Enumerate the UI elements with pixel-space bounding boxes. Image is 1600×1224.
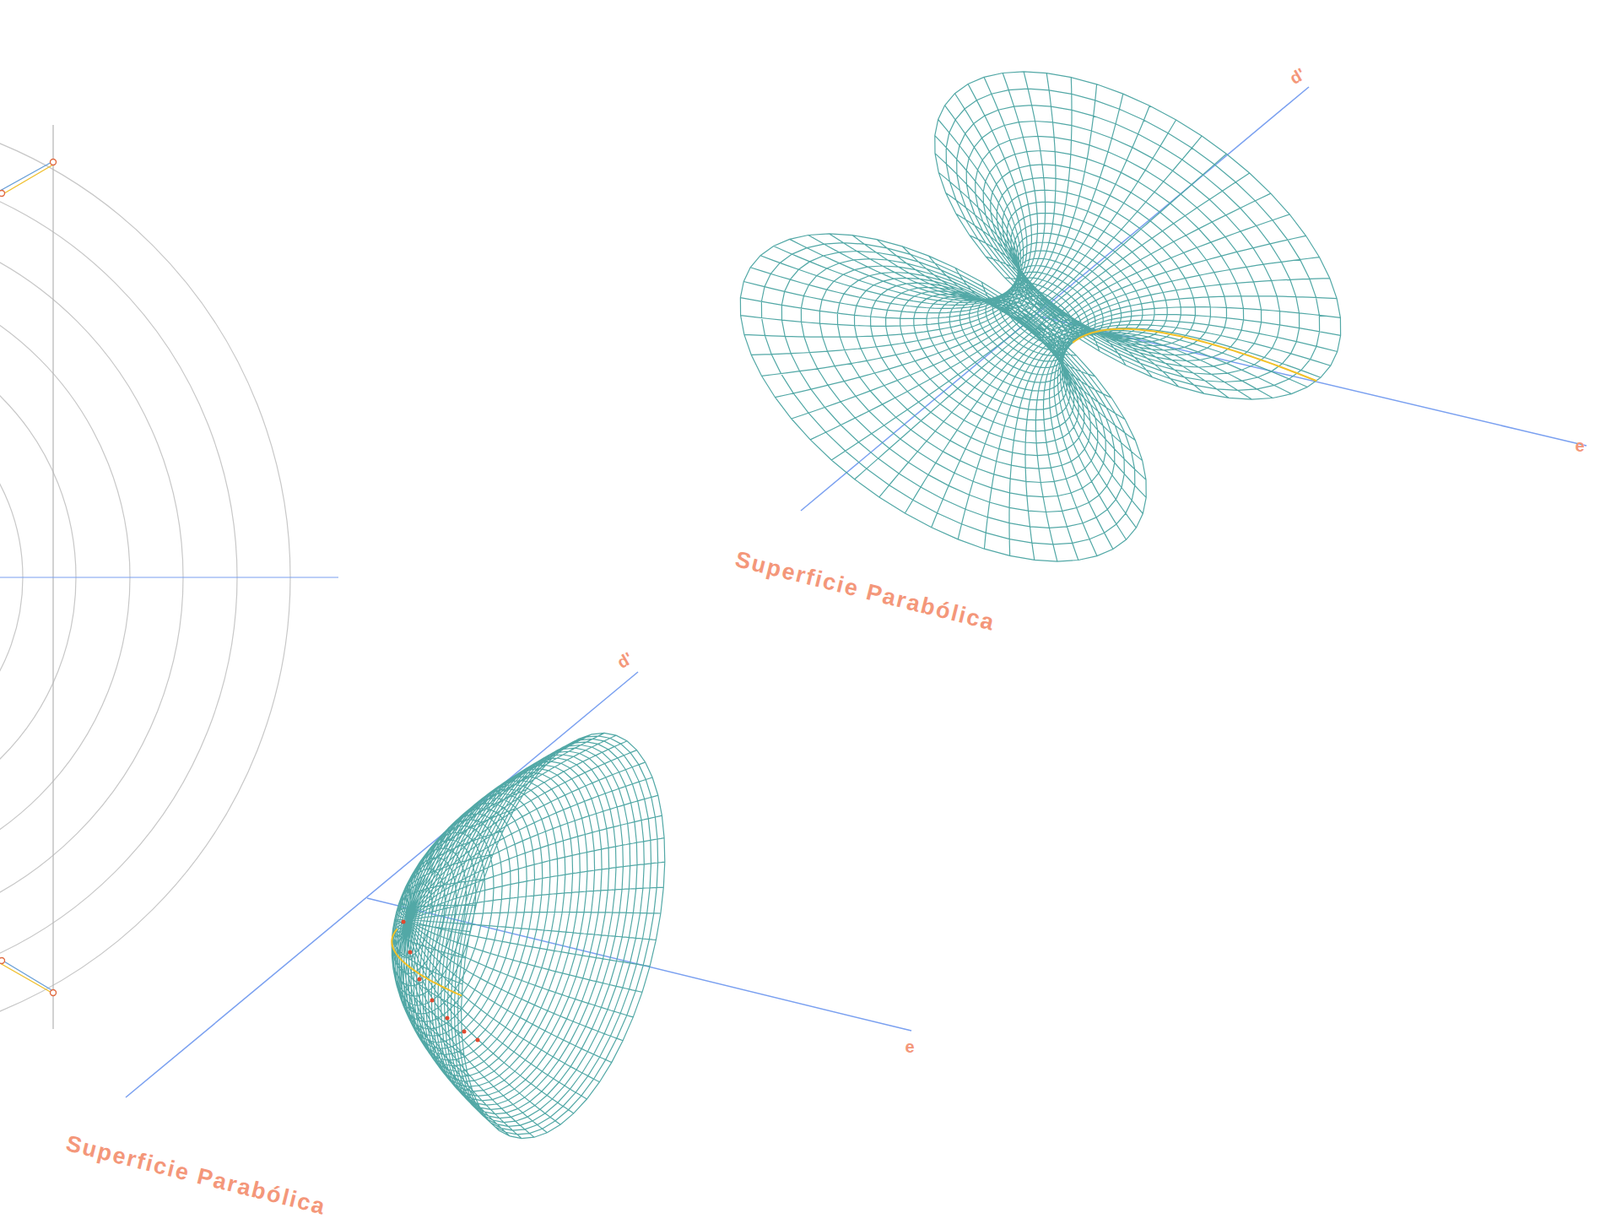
axis-label: d' xyxy=(1286,64,1309,88)
axis-label: d' xyxy=(613,648,636,672)
wireframe-surface xyxy=(740,71,1341,562)
axis-label: e xyxy=(1574,436,1584,456)
surface-title: Superficie Parabólica xyxy=(732,545,999,637)
point-marker xyxy=(417,977,422,982)
point-marker xyxy=(462,1029,467,1034)
surfaces xyxy=(391,71,1341,1139)
point-marker xyxy=(401,919,406,925)
point-marker xyxy=(430,998,435,1003)
construction-lines xyxy=(0,159,57,996)
horizontal-axis xyxy=(0,576,339,578)
point-marker xyxy=(445,1016,450,1021)
axis-label: e xyxy=(904,1037,914,1057)
wireframe-surface xyxy=(391,732,665,1138)
generating-curve xyxy=(391,928,462,995)
surface-title: Superficie Parabólica xyxy=(63,1129,330,1221)
generating-curve xyxy=(1072,329,1317,382)
point-marker xyxy=(408,950,413,955)
point-marker xyxy=(475,1037,481,1043)
